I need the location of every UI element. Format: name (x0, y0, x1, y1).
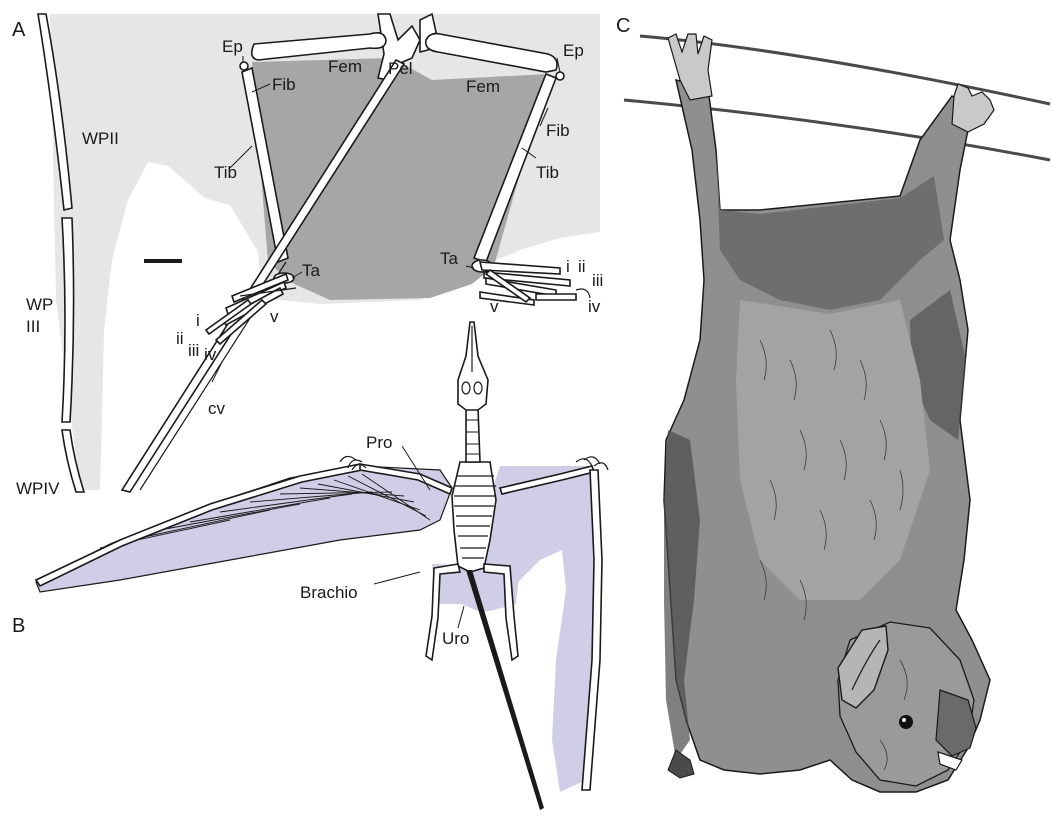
label-digit-iii-right: iii (592, 271, 603, 290)
label-digit-iv-left: iv (204, 345, 217, 364)
label-fem-right: Fem (466, 77, 500, 96)
bat-eye (899, 715, 913, 729)
label-ep-right: Ep (563, 41, 584, 60)
skull (458, 322, 488, 410)
bat-belly-fur (736, 300, 930, 600)
label-fib-left: Fib (272, 75, 296, 94)
label-fem-left: Fem (328, 57, 362, 76)
label-digit-ii-left: ii (176, 329, 184, 348)
label-digit-i-left: i (196, 311, 200, 330)
label-wp3-line1: WP (26, 295, 53, 314)
label-ep-left: Ep (222, 37, 243, 56)
panel-c: C (616, 15, 1050, 792)
label-tib-right: Tib (536, 163, 559, 182)
label-pel: Pel (388, 59, 413, 78)
label-tib-left: Tib (214, 163, 237, 182)
epipodial-left (240, 62, 248, 70)
label-wp2: WPII (82, 129, 119, 148)
bat-tail-tip (668, 750, 694, 778)
scale-bar (144, 259, 182, 263)
panel-a: Ep Fem Pel Fib Tib Ta Ep Fem Fib Tib Ta … (12, 14, 603, 498)
foot-left (206, 273, 296, 344)
label-cv: cv (208, 399, 226, 418)
label-digit-i-right: i (566, 257, 570, 276)
epipodial-right (556, 72, 564, 80)
panel-label-a: A (12, 19, 26, 41)
panel-label-c: C (616, 15, 630, 37)
label-ta-left: Ta (302, 261, 321, 280)
label-digit-iv-right: iv (588, 297, 601, 316)
label-fib-right: Fib (546, 121, 570, 140)
label-brachio: Brachio (300, 583, 358, 602)
label-pro: Pro (366, 433, 392, 452)
label-wp3-line2: III (26, 317, 40, 336)
panel-label-b: B (12, 615, 25, 637)
panel-b-right-wing-membrane (478, 466, 596, 792)
label-digit-ii-right: ii (578, 257, 586, 276)
label-ta-right: Ta (440, 249, 459, 268)
bat-foot-left (668, 34, 712, 100)
label-wp4: WPIV (16, 479, 60, 498)
label-digit-v-right: v (490, 297, 499, 316)
label-uro: Uro (442, 629, 469, 648)
label-digit-iii-left: iii (188, 341, 199, 360)
label-digit-v-left: v (270, 307, 279, 326)
